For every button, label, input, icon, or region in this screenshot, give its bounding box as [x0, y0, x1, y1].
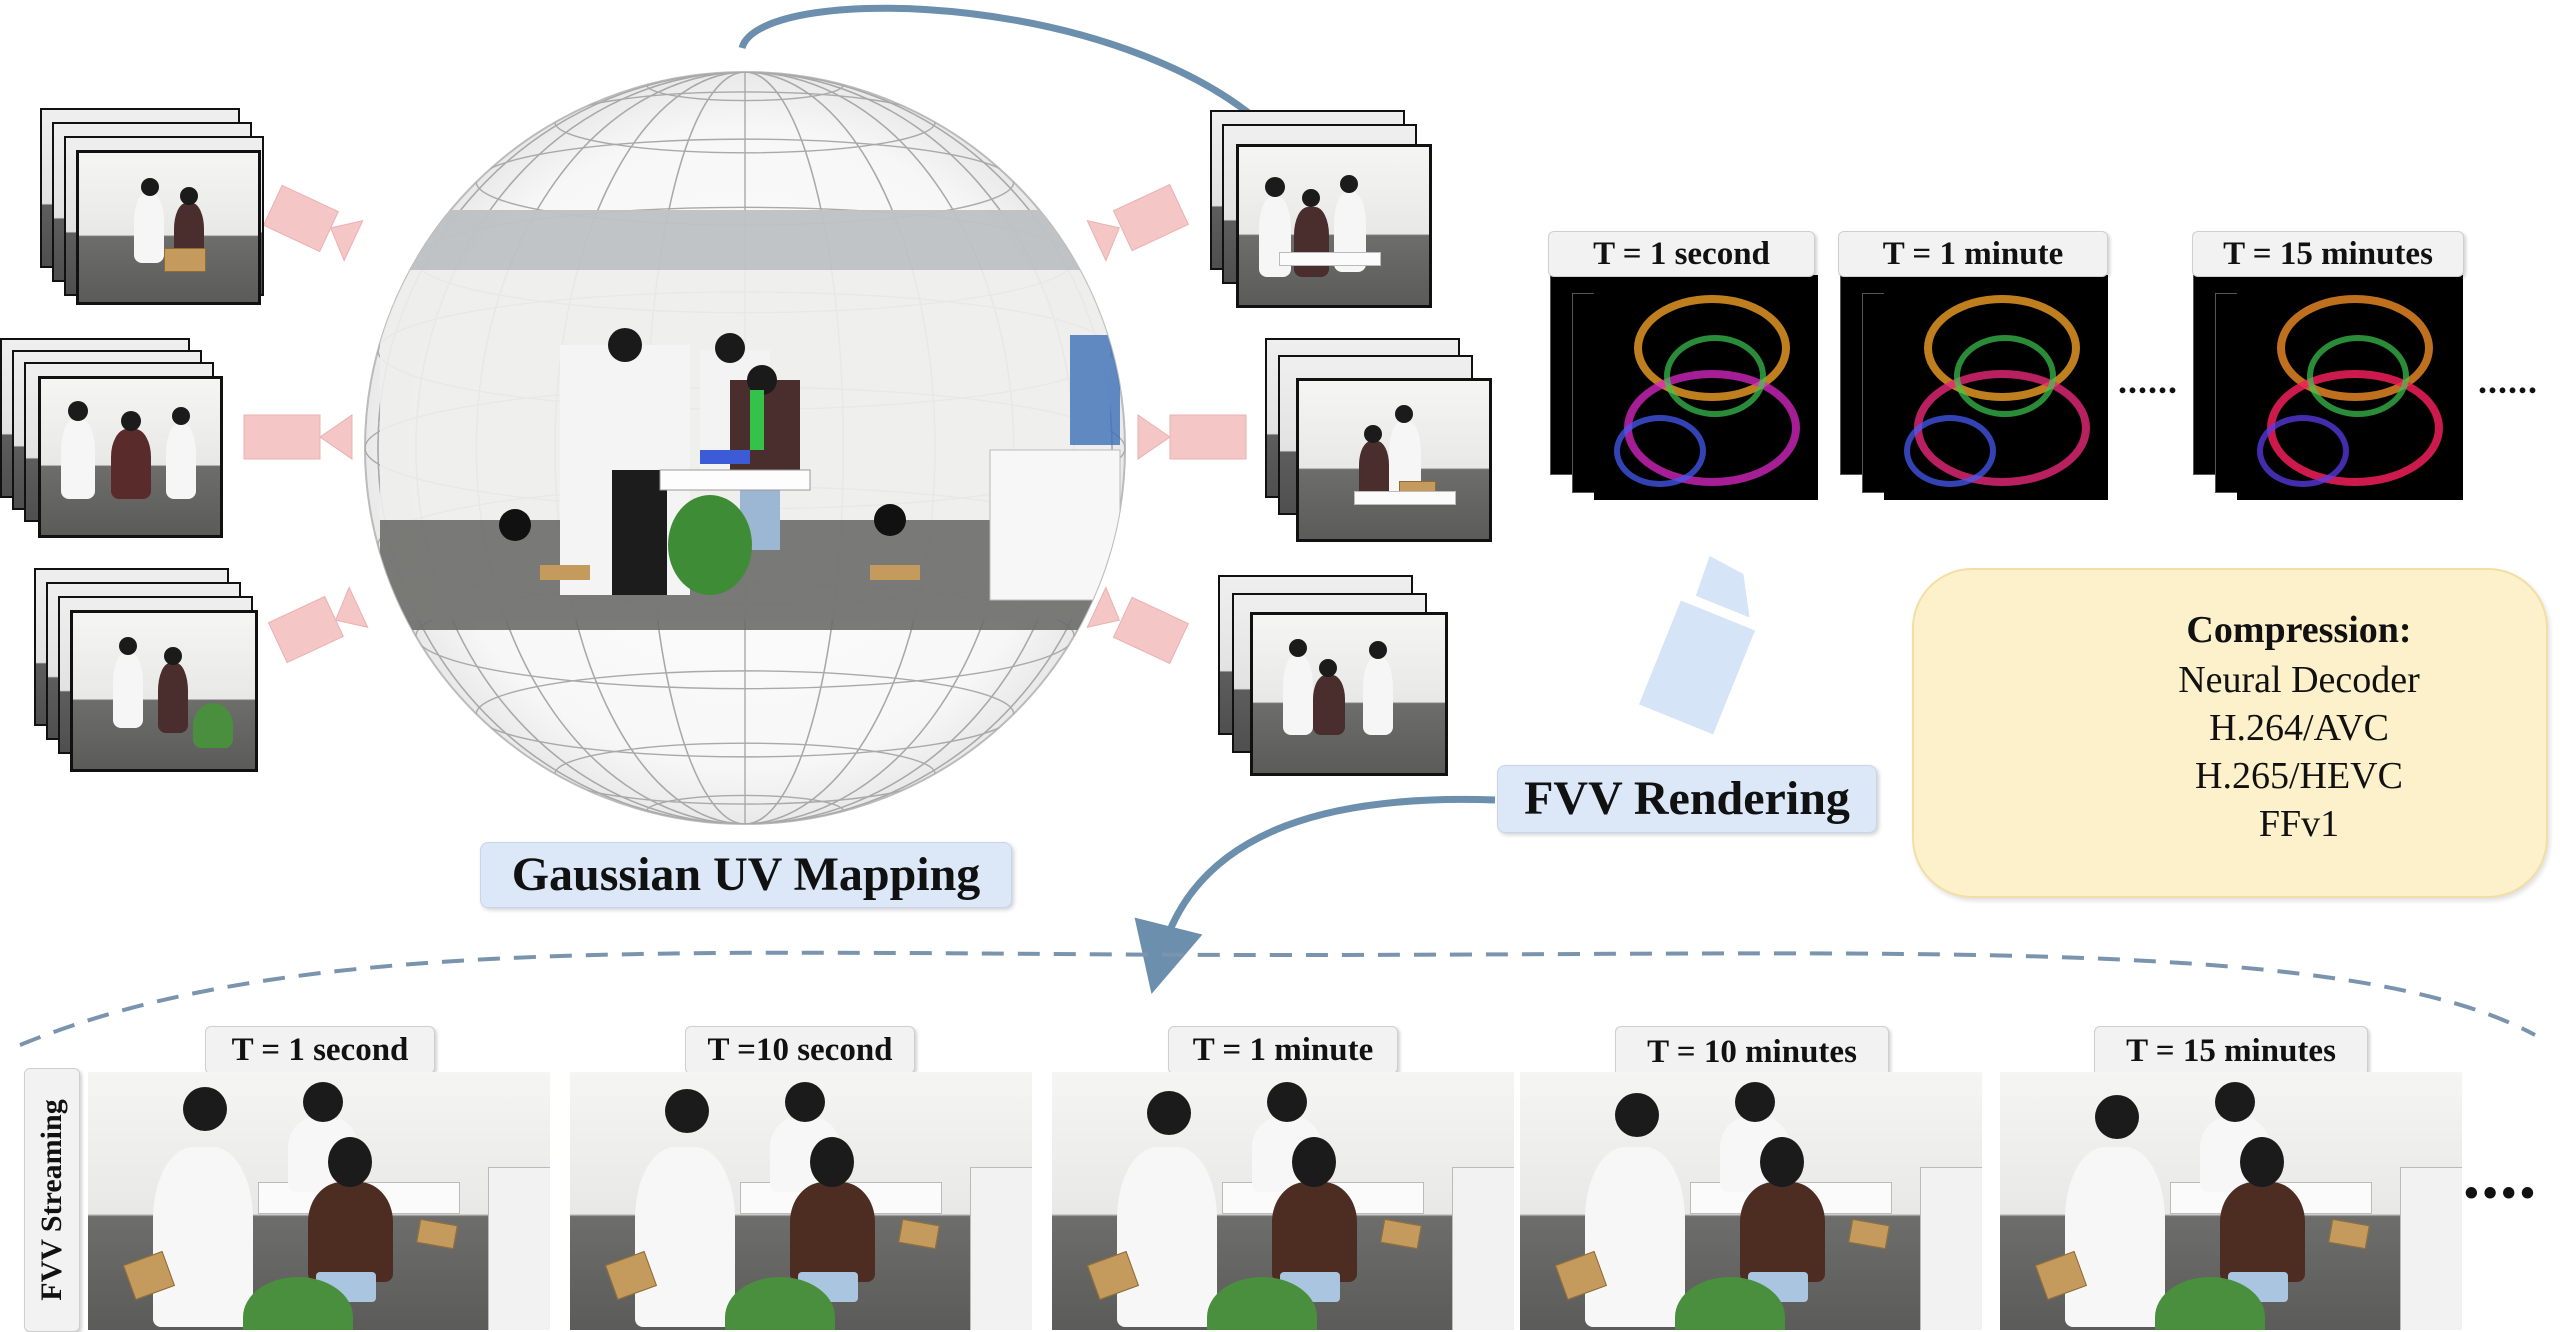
- person-brown: [1740, 1182, 1825, 1282]
- sphere-latitude-line: [554, 742, 936, 805]
- counter: [1452, 1167, 1514, 1330]
- counter: [2400, 1167, 2462, 1330]
- person-white-left: [635, 1147, 735, 1327]
- stream-frame-4-label: T = 10 minutes: [1615, 1026, 1889, 1078]
- box-right: [1380, 1218, 1422, 1250]
- stream-frame-3-label: T = 1 minute: [1168, 1026, 1398, 1074]
- box-right: [2328, 1218, 2370, 1250]
- head-right: [2215, 1082, 2255, 1122]
- stream-frame-3: [1052, 1072, 1514, 1330]
- render-frame-1-label: T = 1 second: [1548, 231, 1815, 277]
- feature-map: [1884, 275, 2108, 500]
- input-cameras: [243, 183, 1247, 665]
- person-brown: [790, 1182, 875, 1282]
- fvv-rendering-label: FVV Rendering: [1497, 765, 1877, 833]
- counter: [1920, 1167, 1982, 1330]
- stream-ellipsis: ••••: [2464, 1171, 2539, 1217]
- fvv-streaming-label: FVV Streaming: [24, 1068, 80, 1332]
- compression-method-neural-decoder: Neural Decoder: [2178, 659, 2420, 701]
- render-ellipsis-2: ......: [2478, 361, 2538, 401]
- compression-method-h265: H.265/HEVC: [2195, 755, 2403, 797]
- head-brown: [328, 1137, 372, 1187]
- camera-left-bottom: [267, 586, 369, 664]
- sphere-latitude-line: [645, 794, 845, 824]
- box-right: [416, 1218, 458, 1250]
- counter: [970, 1167, 1032, 1330]
- render-camera-icon: [1638, 556, 1756, 735]
- sphere-latitude-line: [475, 670, 1015, 758]
- camera-right-bottom: [1086, 586, 1189, 665]
- person-white-left: [1117, 1147, 1217, 1327]
- stream-frame-1-label: T = 1 second: [205, 1026, 435, 1074]
- compression-method-ffv1: FFv1: [2258, 803, 2340, 845]
- head-brown: [1760, 1137, 1804, 1187]
- head-left: [665, 1089, 709, 1133]
- stream-frame-2-label: T =10 second: [685, 1026, 915, 1074]
- sphere-latitude-line: [554, 91, 936, 154]
- counter: [488, 1167, 550, 1330]
- head-right: [303, 1082, 343, 1122]
- feature-map: [1594, 275, 1818, 500]
- sphere-longitude-line: [377, 72, 1113, 824]
- head-brown: [810, 1137, 854, 1187]
- head-left: [183, 1087, 227, 1131]
- gaussian-uv-mapping-label: Gaussian UV Mapping: [480, 842, 1012, 908]
- head-left: [1615, 1093, 1659, 1137]
- camera-right-mid: [1137, 414, 1247, 460]
- stream-frame-1: [88, 1072, 550, 1330]
- render-frame-2-label: T = 1 minute: [1838, 231, 2108, 277]
- feature-map: [2237, 275, 2463, 500]
- head-right: [1735, 1082, 1775, 1122]
- stream-frame-5: [2000, 1072, 2462, 1330]
- compression-title: Compression:: [2186, 609, 2412, 651]
- head-brown: [2240, 1137, 2284, 1187]
- person-brown: [308, 1182, 393, 1282]
- box-right: [898, 1218, 940, 1250]
- arrow-to-streaming: [1134, 795, 1496, 994]
- render-ellipsis-1: ......: [2118, 361, 2178, 401]
- stream-frame-5-label: T = 15 minutes: [2094, 1026, 2368, 1076]
- render-frame-3-label: T = 15 minutes: [2192, 231, 2464, 277]
- person-white-left: [153, 1147, 253, 1327]
- streaming-dashed-arc: [19, 950, 2536, 1047]
- person-brown: [1272, 1182, 1357, 1282]
- compression-method-h264: H.264/AVC: [2209, 707, 2389, 749]
- head-left: [2095, 1095, 2139, 1139]
- head-left: [1147, 1091, 1191, 1135]
- camera-right-top: [1086, 183, 1189, 262]
- person-brown: [2220, 1182, 2305, 1282]
- uv-sphere: [364, 71, 1126, 825]
- person-white-left: [2065, 1147, 2165, 1327]
- stream-frame-2: [570, 1072, 1032, 1330]
- camera-left-mid: [243, 414, 353, 460]
- head-right: [1267, 1082, 1307, 1122]
- sphere-room-render: [380, 210, 1121, 630]
- compression-panel: Compression: Neural Decoder H.264/AVC H.…: [1912, 568, 2548, 898]
- head-right: [785, 1082, 825, 1122]
- person-white-left: [1585, 1147, 1685, 1327]
- camera-left-top: [262, 184, 364, 262]
- stream-frame-4: [1520, 1072, 1982, 1330]
- box-right: [1848, 1218, 1890, 1250]
- sphere-latitude-line: [645, 72, 845, 102]
- head-brown: [1292, 1137, 1336, 1187]
